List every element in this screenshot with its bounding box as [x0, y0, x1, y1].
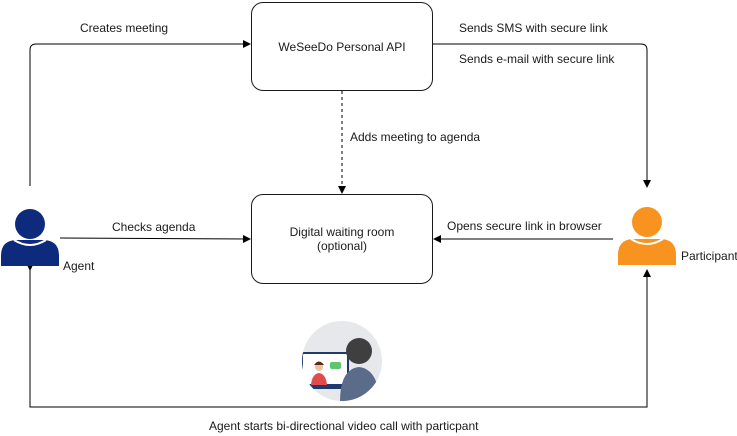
- edge-creates-meeting: [29, 40, 251, 186]
- waiting-room-title: Digital waiting room: [289, 225, 395, 239]
- waiting-room-box: Digital waiting room (optional): [251, 194, 433, 284]
- participant-label: Participant: [681, 249, 737, 263]
- api-box: WeSeeDo Personal API: [251, 2, 433, 91]
- creates-meeting-label: Creates meeting: [80, 21, 169, 35]
- edge-checks-agenda: [59, 234, 251, 243]
- api-box-label: WeSeeDo Personal API: [278, 39, 406, 54]
- checks-agenda-label: Checks agenda: [112, 220, 196, 234]
- participant-person-icon: [618, 207, 676, 265]
- video-call-icon: [302, 321, 382, 401]
- video-call-label: Agent starts bi-directional video call w…: [209, 419, 479, 433]
- sends-sms-label: Sends SMS with secure link: [459, 21, 608, 35]
- sends-email-label: Sends e-mail with secure link: [459, 52, 615, 66]
- opens-link-label: Opens secure link in browser: [447, 219, 602, 233]
- edge-video-call: [26, 263, 651, 408]
- agent-person-icon: [1, 209, 59, 266]
- adds-to-agenda-label: Adds meeting to agenda: [350, 130, 481, 144]
- waiting-room-optional: (optional): [316, 239, 368, 253]
- agent-label: Agent: [63, 259, 95, 273]
- edge-sends-link: [432, 43, 651, 188]
